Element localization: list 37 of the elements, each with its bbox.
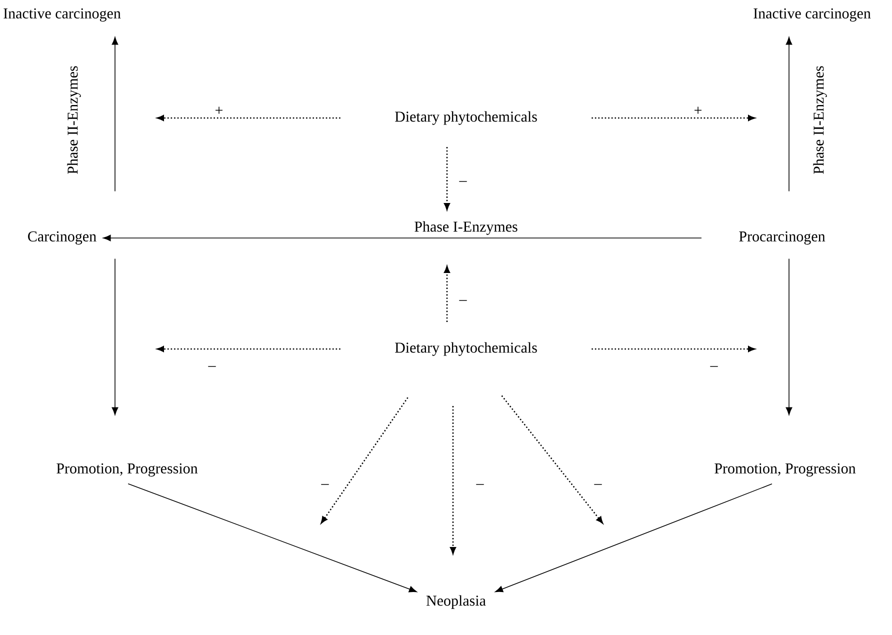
node-label: Dietary phytochemicals [395,342,537,356]
arrow [592,346,756,352]
edge-label: + [692,106,704,116]
arrow [112,36,118,192]
edge-label: – [458,299,468,305]
edge-label: – [475,483,485,489]
edge-label: – [593,483,603,489]
edge-label: – [709,365,719,371]
arrow [786,258,792,416]
arrow [495,483,772,592]
edge-label: + [214,106,224,116]
node-label: Inactive carcinogen [4,8,121,22]
node-label: Procarcinogen [739,231,826,245]
edge-label: Phase II-Enzymes [66,64,82,176]
arrow [320,397,408,524]
edge-label: – [320,483,330,489]
arrow [156,115,340,121]
arrow [156,346,340,352]
node-label: Neoplasia [426,595,486,609]
edge-label: – [458,180,468,186]
node-label: Carcinogen [28,231,96,245]
edge-label: Phase I-Enzymes [413,220,519,236]
arrow [501,395,604,524]
node-label: Promotion, Progression [56,463,198,477]
arrow [444,147,450,210]
arrow [592,115,756,121]
edge-label: – [207,365,217,371]
node-label: Promotion, Progression [714,463,856,477]
arrow [444,266,450,322]
arrow [128,483,417,592]
edge-label: Phase II-Enzymes [812,64,828,176]
arrow [450,406,456,554]
node-label: Dietary phytochemicals [395,111,537,125]
node-label: Inactive carcinogen [754,8,871,22]
arrow [102,234,702,242]
arrow [112,258,118,416]
arrow [786,36,792,192]
